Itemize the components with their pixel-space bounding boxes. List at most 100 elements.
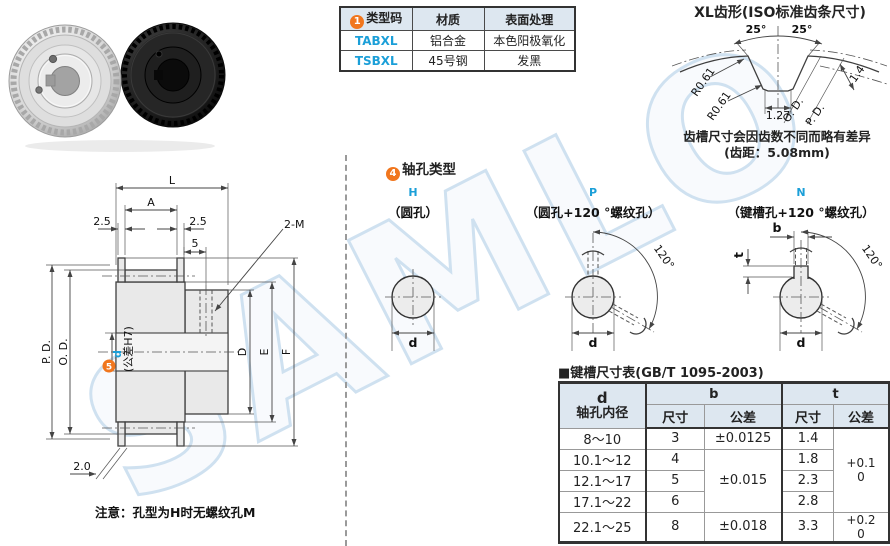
b-tol-cell: ±0.018 (703, 511, 783, 544)
keyway-col-d-header: d 轴孔内径 (558, 382, 647, 429)
p-angle-label: 120° (651, 242, 677, 271)
col-d-sublabel: 轴孔内径 (576, 406, 629, 422)
h-d-label: d (409, 335, 418, 350)
dim-OD-label: O. D. (57, 338, 70, 365)
badge-4: 4 (386, 167, 400, 181)
t-size-cell: 1.8 (781, 448, 834, 471)
black-steel-pulley (120, 22, 226, 128)
finish-header: 表面处理 (483, 6, 576, 31)
tooth-pitch-note: (齿距：5.08mm) (724, 145, 830, 160)
t-tol-cell: +0.1 0 (832, 427, 890, 513)
n-desc: （键槽孔+120 °螺纹孔） (727, 205, 874, 220)
b-size-cell: 4 (644, 448, 705, 471)
dim-D-label: D (236, 348, 249, 356)
bore-tolerance-label: (公差H7) (121, 326, 135, 372)
b-size-cell: 3 (644, 427, 705, 450)
tooth-profile-diagram: 25° 25° 1.27 R0.61 R0.61 O. D. P. D. 1.4 (672, 23, 887, 125)
type-code-header-label: 类型码 (366, 11, 403, 25)
p-desc: （圆孔+120 °螺纹孔） (526, 205, 661, 220)
b-tol-header: 公差 (703, 404, 783, 429)
product-photo (8, 22, 226, 152)
d-range-cell: 22.1～25 (558, 511, 647, 544)
keyway-col-b-header: b (644, 382, 783, 405)
keyway-col-t-header: t (781, 382, 890, 405)
badge-5-number: 5 (106, 363, 112, 373)
tap-label: 2-M (284, 218, 304, 231)
t-tol-header: 公差 (832, 404, 890, 429)
dim-25-left-label: 2.5 (93, 215, 111, 228)
n-angle-label: 120° (859, 242, 885, 271)
dim-E-label: E (258, 348, 271, 355)
material-cell: 铝合金 (411, 30, 485, 51)
t-size-header: 尺寸 (781, 404, 834, 429)
tap-hole (199, 285, 213, 337)
table-row: 12.1～17 5 2.3 (558, 469, 889, 492)
keyway-header-row-1: d 轴孔内径 b t (558, 382, 890, 429)
t-size-cell: 1.4 (781, 427, 834, 450)
material-cell: 45号钢 (411, 50, 485, 72)
dim-A-label: A (147, 196, 155, 209)
type-code-link[interactable]: TABXL (339, 30, 413, 51)
b-tol-cell: ±0.0125 (703, 427, 783, 450)
table-row: 22.1～25 8 ±0.018 3.3 +0.2 0 (558, 511, 890, 544)
radius-upper-label: R0.61 (689, 65, 718, 99)
d-range-cell: 8～10 (558, 427, 647, 450)
dim-L-label: L (169, 174, 176, 187)
d-range-cell: 10.1～12 (558, 448, 647, 471)
d-range-cell: 12.1～17 (558, 469, 647, 492)
material-header: 材质 (411, 6, 485, 31)
table-row: TABXL 铝合金 本色阳极氧化 (339, 30, 576, 51)
n-t-label: t (731, 252, 746, 258)
t-size-cell: 3.3 (781, 511, 834, 544)
groove-width-label: 1.27 (766, 109, 791, 122)
badge-5 (102, 359, 116, 373)
b-size-header: 尺寸 (644, 404, 705, 429)
dim-25-right-label: 2.5 (189, 215, 207, 228)
table-row: 17.1～22 6 2.8 (558, 490, 889, 513)
b-size-cell: 8 (644, 511, 705, 544)
b-size-cell: 5 (644, 469, 705, 492)
hole-type-N: N （键槽孔+120 °螺纹孔） b t 120° d (727, 186, 885, 351)
p-code: P (589, 186, 597, 199)
photo-shadow (25, 140, 215, 152)
radius-lower-label: R0.61 (705, 89, 734, 123)
dim-F-label: F (280, 349, 293, 355)
keyway-header-row-2: 尺寸 公差 尺寸 公差 (559, 404, 890, 429)
finish-cell: 发黑 (483, 50, 576, 72)
dim-PD-label: P. D. (40, 340, 53, 364)
keyway-table: d 轴孔内径 b t 尺寸 公差 尺寸 公差 8～10 3 ±0.0125 1.… (558, 381, 890, 545)
hole-types-title: 轴孔类型 (402, 162, 456, 178)
table-row: 8～10 3 ±0.0125 1.4 +0.1 0 (558, 427, 890, 513)
hole-type-H: H （圆孔） d (385, 186, 441, 351)
angle-left-label: 25° (746, 23, 767, 36)
tooth-groove-profile (679, 55, 880, 92)
pd-label: P. D. (803, 101, 827, 125)
b-size-cell: 6 (644, 490, 705, 513)
badge-1: 1 (350, 15, 365, 29)
section-divider (345, 155, 347, 546)
silver-aluminum-pulley (8, 24, 122, 138)
hole-type-P: P （圆孔+120 °螺纹孔） 120° d (526, 186, 677, 351)
h-code: H (408, 186, 417, 199)
bore-d-label: d (111, 350, 124, 358)
angle-right-label: 25° (792, 23, 813, 36)
keyway-table-title: ■键槽尺寸表(GB/T 1095-2003) (558, 366, 764, 381)
n-d-label: d (797, 335, 806, 350)
t-size-cell: 2.8 (781, 490, 834, 513)
n-code: N (796, 186, 805, 199)
tooth-profile-title: XL齿形(ISO标准齿条尺寸) (694, 5, 866, 21)
hole-type-diagrams: H （圆孔） d P （圆孔+120 °螺纹孔） 120° d (385, 186, 885, 351)
t-tol-cell: +0.2 0 (832, 511, 890, 544)
drawing-note: 注意：孔型为H时无螺纹孔M (95, 505, 255, 520)
h-desc: （圆孔） (388, 205, 438, 220)
finish-cell: 本色阳极氧化 (483, 30, 576, 51)
dim-flange-label: 2.0 (73, 460, 91, 473)
t-size-cell: 2.3 (781, 469, 834, 492)
p-d-label: d (589, 335, 598, 350)
type-code-link[interactable]: TSBXL (339, 50, 413, 72)
